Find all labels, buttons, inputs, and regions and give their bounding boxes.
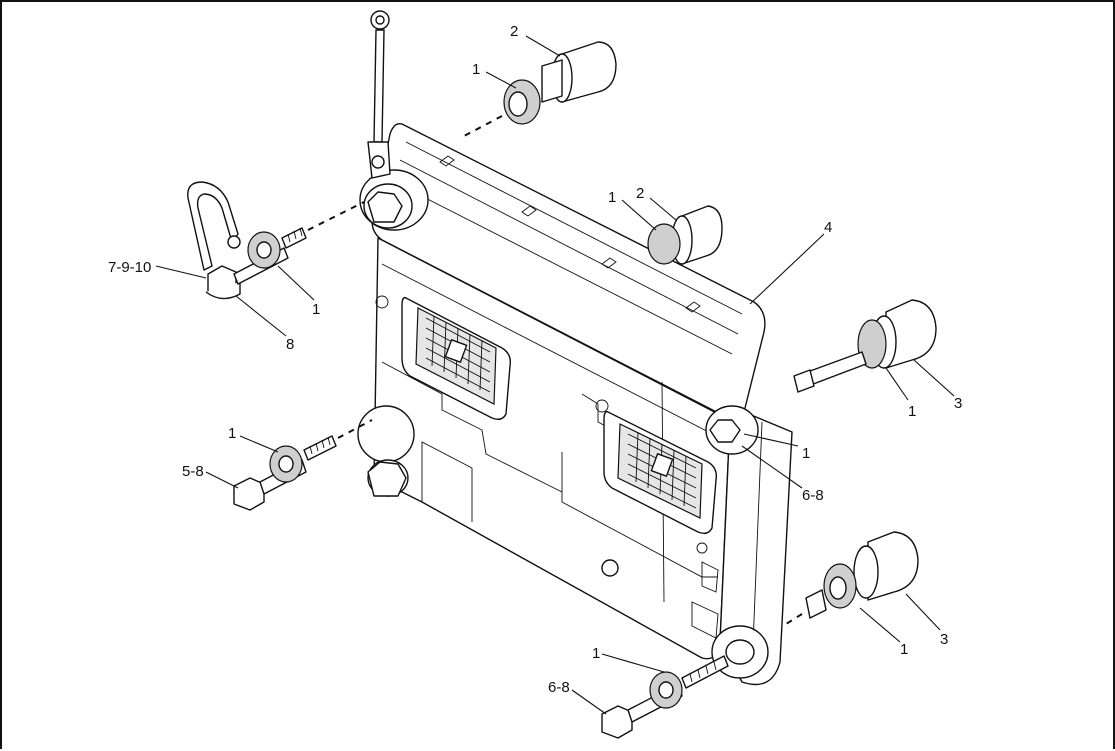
callout-1-right-upper: 1 [908,403,916,420]
callout-1-right-lower: 1 [900,641,908,658]
callout-1-bottom: 1 [592,645,600,662]
isolator-top [463,41,617,137]
ground-strap-top [367,10,391,179]
callout-6-8-bottom: 6-8 [548,679,570,696]
callout-labels: 2 1 1 2 4 7-9-10 1 8 1 3 1 6-8 1 5-8 3 1… [108,23,962,696]
callout-1-left-upper: 1 [312,301,320,318]
isolator-upper-middle [647,205,723,265]
fastener-bottom [601,655,729,739]
callout-1-left-lower: 1 [228,425,236,442]
fastener-lower-left [233,419,373,511]
connector-right [603,410,718,535]
callout-2-top: 2 [510,23,518,40]
callout-1-right-middle: 1 [802,445,810,462]
callout-6-8-right: 6-8 [802,487,824,504]
callout-1-top: 1 [472,61,480,78]
leader-lines [155,35,955,715]
connector-left [401,296,512,421]
ecm-housing [371,123,793,686]
isolator-right-upper [793,299,937,393]
callout-2-middle: 2 [636,185,644,202]
callout-3-right-lower: 3 [940,631,948,648]
isolator-right-lower [785,531,919,625]
ground-strap-left [187,181,241,271]
callout-5-8: 5-8 [182,463,204,480]
callout-3-right-upper: 3 [954,395,962,412]
fastener-upper-left [205,201,365,300]
callout-7-9-10: 7-9-10 [108,259,151,276]
callout-8: 8 [286,336,294,353]
callout-1-middle: 1 [608,189,616,206]
callout-4: 4 [824,219,832,236]
